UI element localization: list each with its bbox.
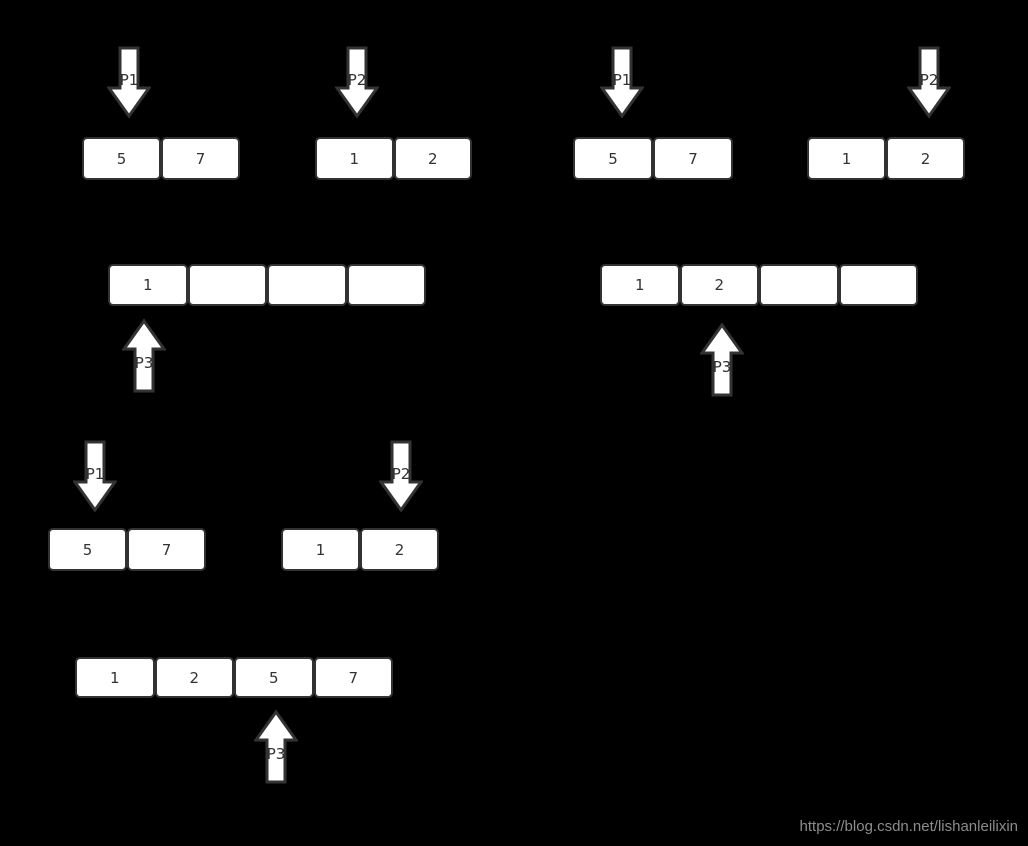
arrow-up-icon [254, 709, 298, 784]
pointer-label-p1: P1 [85, 465, 105, 483]
array-cell [759, 264, 839, 306]
array-cell: 7 [127, 528, 206, 571]
array-cell [838, 264, 918, 306]
array-b-stage2: 1 2 [807, 137, 965, 180]
pointer-label-p2: P2 [391, 465, 411, 483]
array-cell [346, 264, 426, 306]
pointer-p1-stage2: P1 [600, 46, 644, 118]
array-cell: 2 [154, 657, 234, 698]
merged-array-stage1: 1 [108, 264, 426, 306]
array-cell: 1 [315, 137, 394, 180]
merged-array-stage2: 1 2 [600, 264, 918, 306]
array-cell: 5 [234, 657, 314, 698]
array-cell: 2 [393, 137, 472, 180]
pointer-p2-stage2: P2 [907, 46, 951, 118]
array-a-stage2: 5 7 [573, 137, 733, 180]
arrow-up-icon [700, 322, 744, 397]
pointer-p3-stage2: P3 [700, 322, 744, 398]
arrow-down-icon [379, 440, 423, 512]
array-cell: 5 [573, 137, 653, 180]
array-b-stage1: 1 2 [315, 137, 472, 180]
pointer-label-p1: P1 [119, 71, 139, 89]
pointer-p3-stage1: P3 [122, 318, 166, 394]
array-cell: 1 [108, 264, 188, 306]
array-cell: 2 [886, 137, 965, 180]
merged-array-stage3: 1 2 5 7 [75, 657, 393, 698]
pointer-label-p2: P2 [347, 71, 367, 89]
arrow-down-icon [600, 46, 644, 118]
array-b-stage3: 1 2 [281, 528, 439, 571]
watermark-url: https://blog.csdn.net/lishanleilixin [799, 818, 1018, 835]
array-cell [267, 264, 347, 306]
array-cell: 1 [807, 137, 886, 180]
array-cell: 7 [161, 137, 240, 180]
pointer-p3-stage3: P3 [254, 709, 298, 785]
arrow-down-icon [907, 46, 951, 118]
array-cell: 5 [48, 528, 127, 571]
pointer-label-p1: P1 [612, 71, 632, 89]
array-cell: 1 [281, 528, 360, 571]
array-a-stage1: 5 7 [82, 137, 240, 180]
array-cell: 7 [313, 657, 393, 698]
array-cell: 7 [653, 137, 733, 180]
array-cell [187, 264, 267, 306]
array-cell: 1 [600, 264, 680, 306]
array-cell: 5 [82, 137, 161, 180]
arrow-up-icon [122, 318, 166, 393]
pointer-label-p3: P3 [266, 745, 286, 763]
arrow-down-icon [107, 46, 151, 118]
pointer-label-p2: P2 [919, 71, 939, 89]
arrow-down-icon [335, 46, 379, 118]
array-a-stage3: 5 7 [48, 528, 206, 571]
array-cell: 2 [679, 264, 759, 306]
pointer-label-p3: P3 [712, 358, 732, 376]
arrow-down-icon [73, 440, 117, 512]
pointer-p1-stage3: P1 [73, 440, 117, 512]
pointer-p2-stage3: P2 [379, 440, 423, 512]
pointer-label-p3: P3 [134, 354, 154, 372]
pointer-p2-stage1: P2 [335, 46, 379, 118]
pointer-p1-stage1: P1 [107, 46, 151, 118]
array-cell: 2 [360, 528, 439, 571]
array-cell: 1 [75, 657, 155, 698]
